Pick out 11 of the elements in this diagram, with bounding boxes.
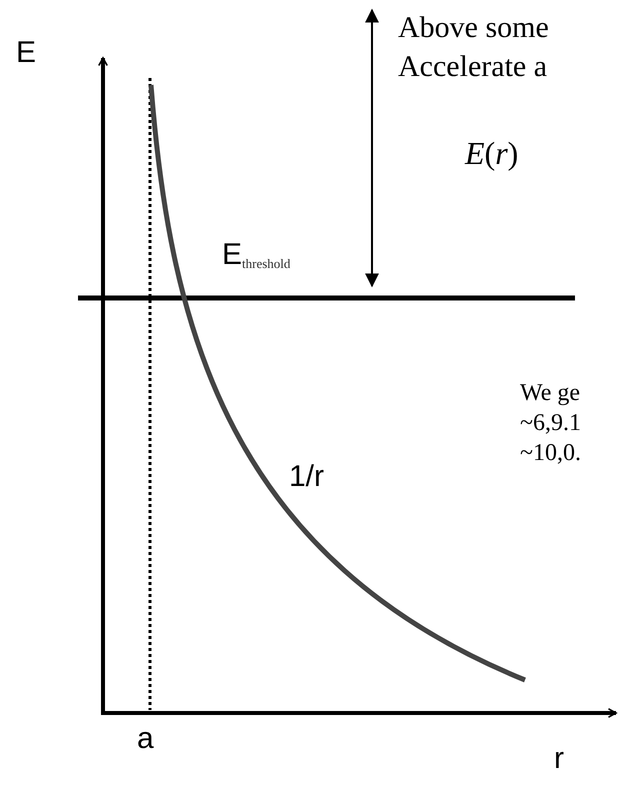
- heading-text: Above some: [398, 13, 549, 43]
- axis-label: r: [554, 744, 564, 774]
- threshold-label: E$_{threshold}$: [222, 240, 290, 270]
- curve-label: 1/r: [289, 462, 324, 492]
- body-text: ~6,9.1: [520, 411, 581, 435]
- body-text: ~10,0.: [520, 441, 581, 465]
- body-text: We ge: [520, 381, 580, 405]
- heading-text: Accelerate a: [398, 52, 548, 82]
- axis-label: E: [16, 38, 36, 68]
- axis-label: a: [137, 724, 154, 754]
- formula: E(r): [465, 137, 518, 169]
